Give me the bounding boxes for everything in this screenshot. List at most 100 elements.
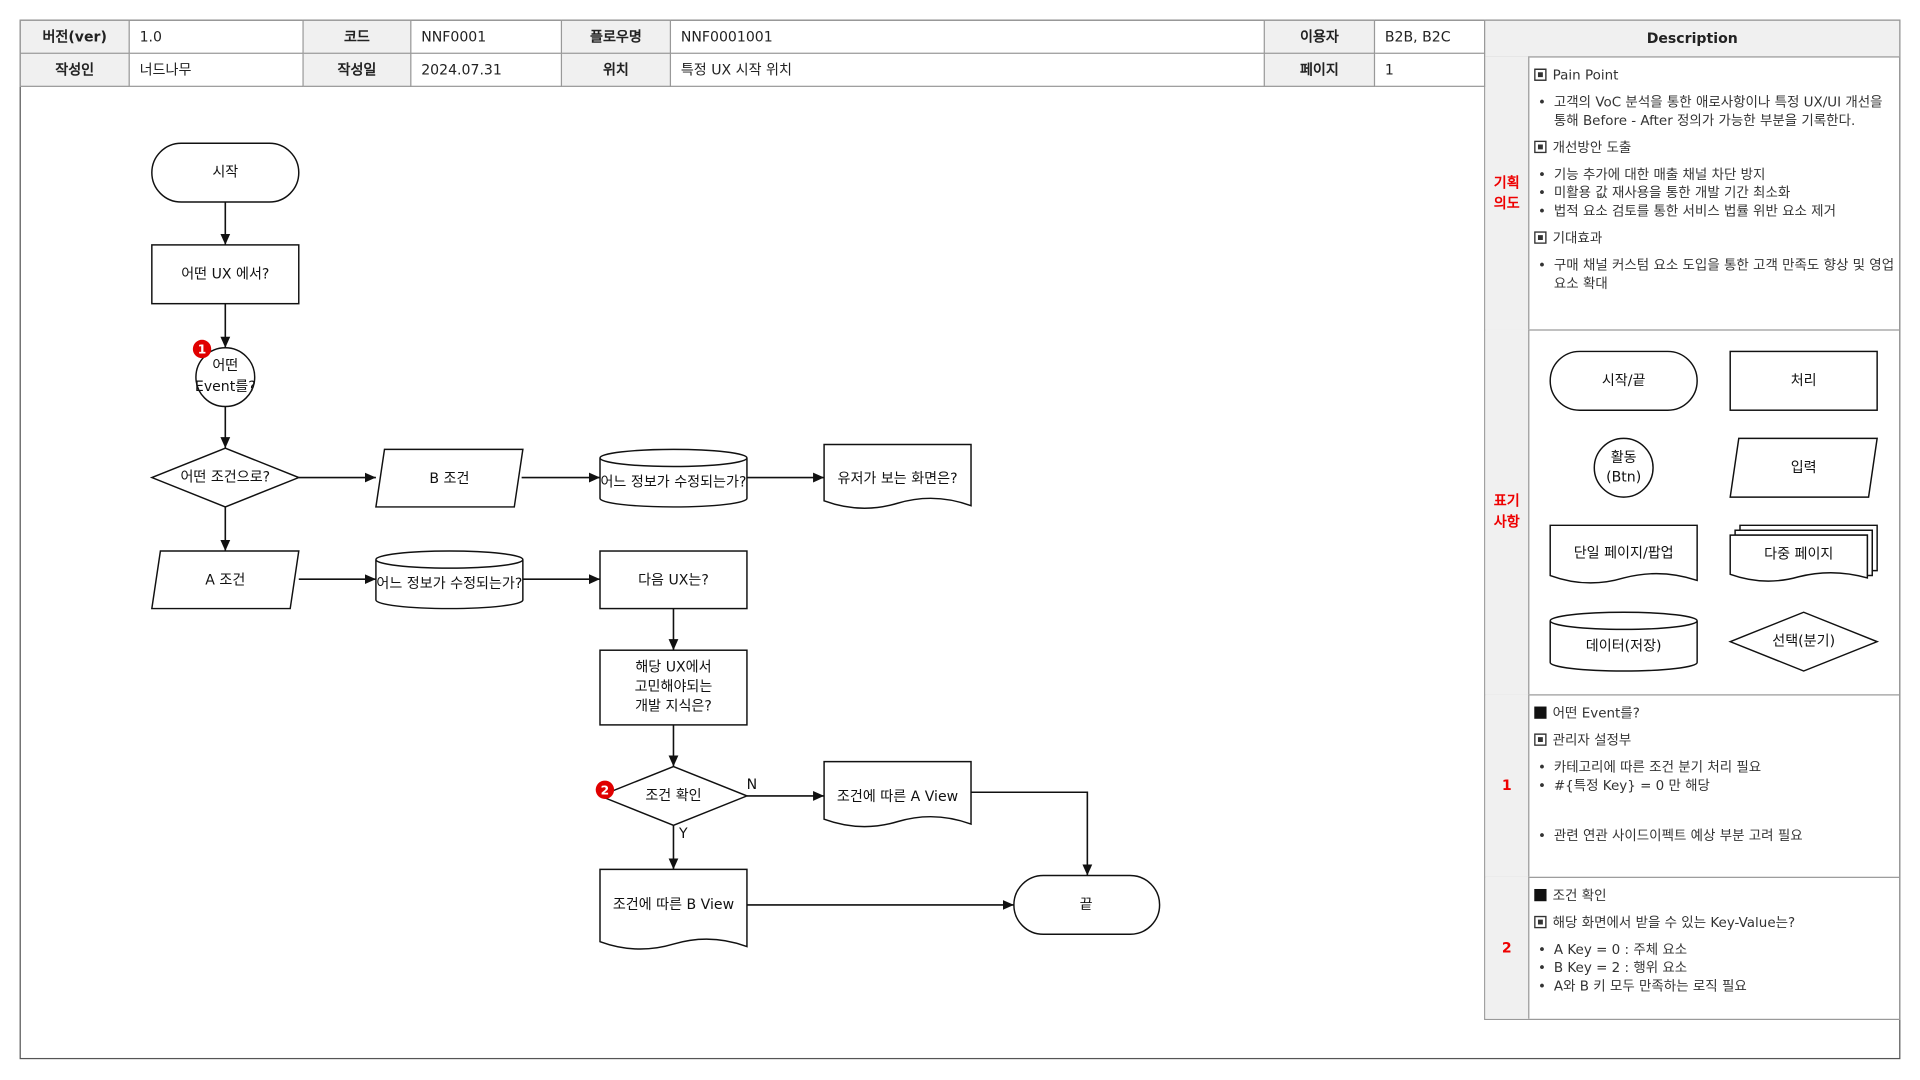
user-screen-label: 유저가 보는 화면은? (838, 471, 958, 487)
start-node (151, 142, 300, 203)
data-b-label: 어느 정보가 수정되는가? (600, 474, 746, 490)
note-1-item: 관련 연관 사이드이펙트 예상 부분 고려 필요 (1534, 827, 1894, 845)
data-a-label: 어느 정보가 수정되는가? (376, 576, 522, 592)
legend-multi-page-label: 다중 페이지 (1764, 547, 1833, 563)
location-value: 특정 UX 시작 위치 (669, 52, 1265, 87)
a-condition-node (150, 550, 300, 610)
note-2-section: 2 조건 확인 해당 화면에서 받을 수 있는 Key-Value는? A Ke… (1485, 876, 1899, 1019)
dev-label-2: 고민해야되는 (635, 679, 713, 695)
badge-1 (192, 339, 212, 359)
legend-start-end-label: 시작/끝 (1602, 373, 1646, 389)
which-ux-node (151, 244, 300, 305)
improve-item: 기능 추가에 대한 매출 채널 차단 방지 (1534, 165, 1894, 183)
data-node-b (599, 448, 748, 508)
legend-choice-shape (1728, 611, 1880, 672)
yes-label: Y (678, 826, 688, 842)
note-1-section: 1 어떤 Event를? 관리자 설정부 카테고리에 따른 조건 분기 처리 필… (1485, 694, 1900, 878)
note-2-label: 2 (1485, 876, 1530, 1019)
legend-input-shape (1729, 437, 1878, 498)
legend-data-shape (1549, 611, 1698, 672)
header-table: 버전(ver) 1.0 코드 NNF0001 플로우명 NNF0001001 이… (19, 19, 1486, 87)
user-label: 이용자 (1263, 19, 1376, 54)
legend-single-page-shape (1549, 524, 1698, 584)
a-view-node (823, 760, 972, 828)
legend-data-label: 데이터(저장) (1586, 639, 1662, 655)
event-label-2: Event를? (195, 379, 256, 395)
date-label: 작성일 (302, 52, 412, 87)
badge-1-number: 1 (198, 343, 207, 357)
legend-activity-label-1: 활동 (1611, 450, 1637, 466)
pain-item: 고객의 VoC 분석을 통한 애로사항이나 특정 UX/UI 개선을 통해 Be… (1534, 93, 1894, 130)
dev-knowledge-node (599, 649, 748, 726)
b-view-node (599, 868, 748, 950)
legend-process-label: 처리 (1791, 373, 1817, 389)
author-value: 너드나무 (128, 52, 304, 87)
dev-label-1: 해당 UX에서 (635, 659, 711, 675)
start-label: 시작 (212, 165, 238, 181)
legend-input-label: 입력 (1791, 460, 1817, 476)
legend-multi-page-shape (1729, 534, 1869, 582)
effect-heading: 기대효과 (1534, 229, 1894, 247)
condition-node (149, 447, 301, 508)
flow-name-label: 플로우명 (560, 19, 672, 54)
check-label: 조건 확인 (645, 788, 701, 804)
page-label: 페이지 (1263, 52, 1376, 87)
improve-heading: 개선방안 도출 (1534, 138, 1894, 156)
b-view-label: 조건에 따른 B View (613, 897, 734, 913)
note-1-label: 1 (1485, 694, 1530, 877)
node-labels: 시작 어떤 UX 에서? 어떤 Event를? 어떤 조건으로? B 조건 어느… (180, 165, 1835, 913)
improve-item: 법적 요소 검토를 통한 서비스 법률 위반 요소 제거 (1534, 202, 1894, 220)
dev-label-3: 개발 지식은? (635, 699, 712, 715)
note-2-item: B Key = 2 : 행위 요소 (1534, 959, 1894, 977)
event-label-1: 어떤 (212, 358, 238, 374)
b-condition-node (375, 448, 524, 508)
note-2-item: A Key = 0 : 주체 요소 (1534, 940, 1894, 958)
badge-2-number: 2 (601, 784, 610, 798)
user-screen-node (823, 443, 972, 509)
description-title: Description (1485, 20, 1900, 58)
note-2-title: 조건 확인 (1534, 887, 1894, 905)
end-label: 끝 (1080, 897, 1093, 913)
header-row: 작성인 너드나무 작성일 2024.07.31 위치 특정 UX 시작 위치 페… (19, 52, 1486, 87)
legend-process-shape (1729, 350, 1878, 411)
improve-item: 미활용 값 재사용을 통한 개발 기간 최소화 (1534, 184, 1894, 202)
event-node (195, 347, 256, 408)
pain-point-heading: Pain Point (1534, 66, 1894, 84)
page-value: 1 (1373, 52, 1486, 87)
code-label: 코드 (302, 19, 412, 54)
note-2-sub: 해당 화면에서 받을 수 있는 Key-Value는? (1534, 913, 1894, 931)
legend-choice-label: 선택(분기) (1772, 634, 1835, 650)
a-view-label: 조건에 따른 A View (837, 789, 958, 805)
note-1-title: 어떤 Event를? (1534, 704, 1894, 722)
end-node (1013, 874, 1161, 936)
which-ux-label: 어떤 UX 에서? (181, 266, 269, 282)
author-label: 작성인 (19, 52, 130, 87)
date-value: 2024.07.31 (410, 52, 563, 87)
a-condition-label: A 조건 (205, 572, 245, 588)
arrow (971, 791, 1093, 876)
note-1-item: 카테고리에 따른 조건 분기 처리 필요 (1534, 758, 1894, 776)
connectors (220, 202, 1093, 910)
b-condition-label: B 조건 (429, 471, 469, 487)
note-2-item: A와 B 키 모두 만족하는 로직 필요 (1534, 977, 1894, 995)
note-1-item: #{특정 Key} = 0 만 해당 (1534, 776, 1894, 794)
next-ux-node (599, 550, 748, 610)
note-1-sub: 관리자 설정부 (1534, 731, 1894, 749)
legend-activity-shape (1593, 437, 1654, 498)
badges: 1 2 (192, 339, 615, 799)
next-ux-label: 다음 UX는? (638, 572, 709, 588)
effect-item: 구매 채널 커스텀 요소 도입을 통한 고객 만족도 향상 및 영업 요소 확대 (1534, 256, 1894, 293)
legend-single-page-label: 단일 페이지/팝업 (1574, 545, 1674, 561)
check-node (598, 765, 749, 827)
condition-label: 어떤 조건으로? (180, 470, 270, 486)
data-node-a (375, 550, 524, 610)
legend-activity-label-2: (Btn) (1606, 470, 1641, 486)
no-label: N (747, 777, 758, 793)
